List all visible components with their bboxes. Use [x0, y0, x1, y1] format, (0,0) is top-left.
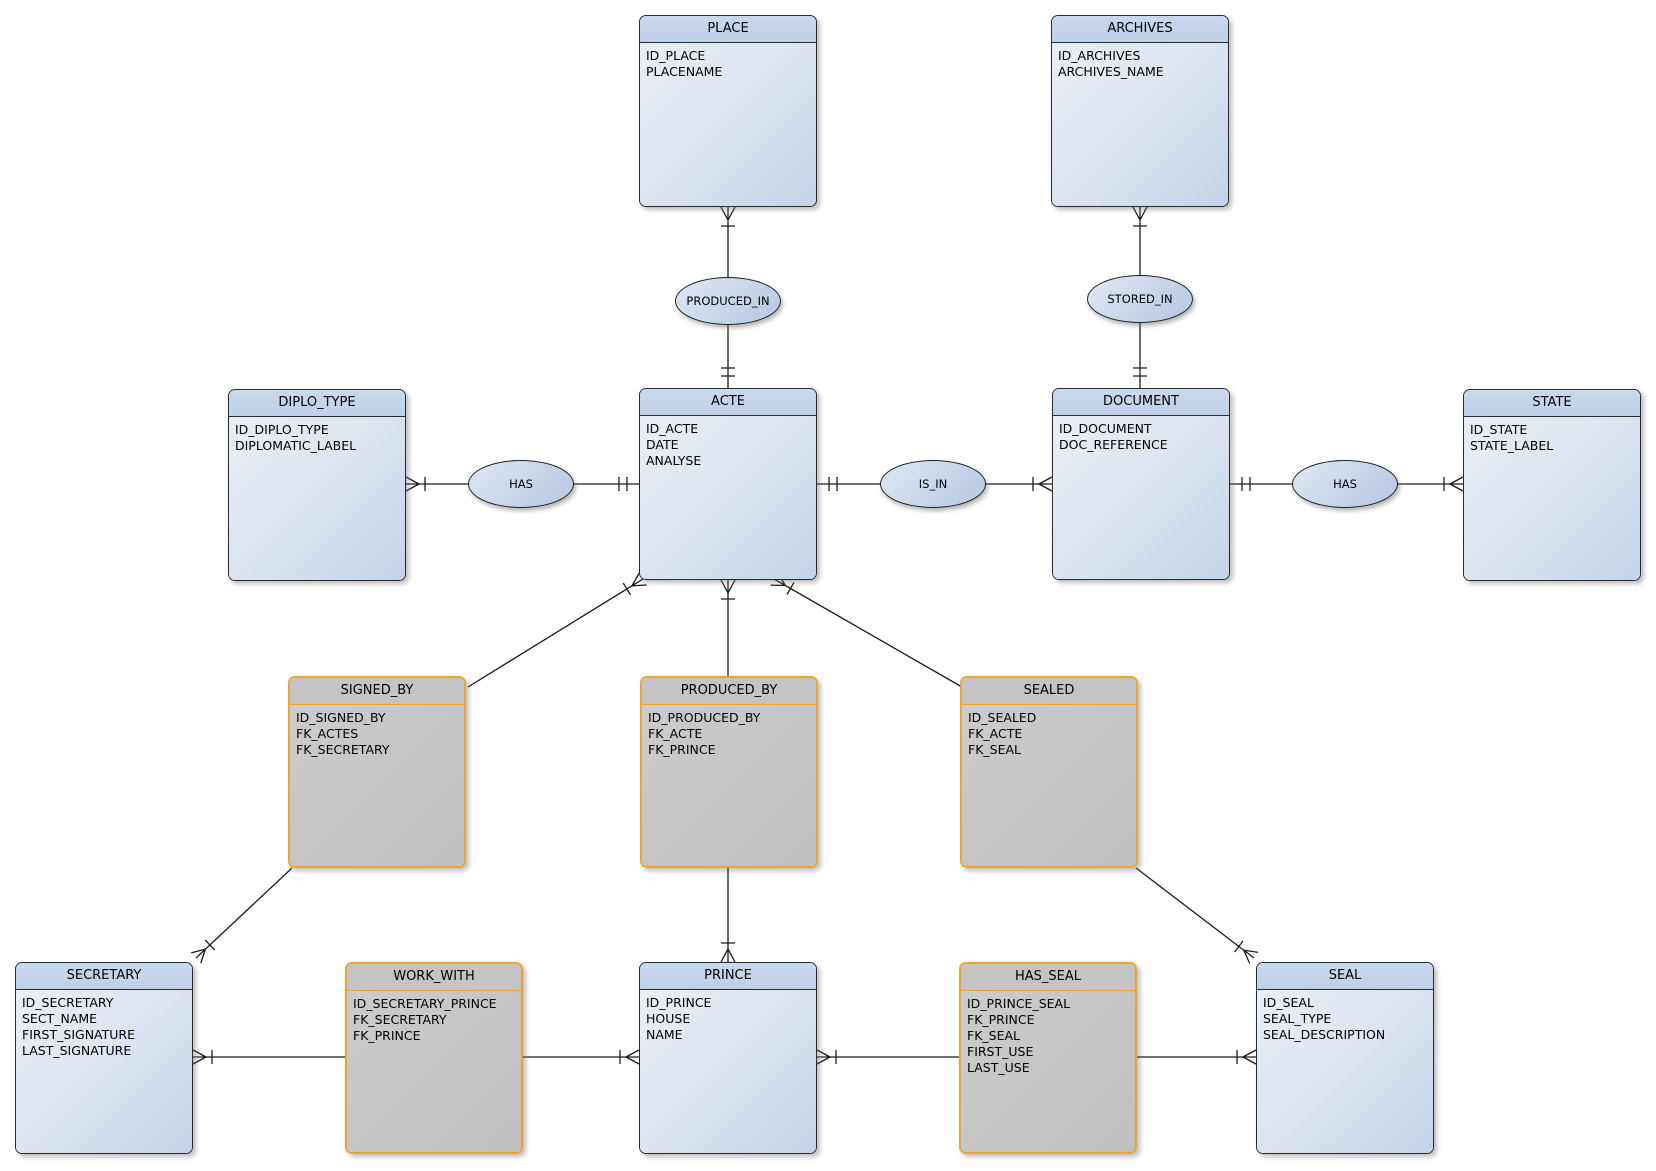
- attribute-row: FK_SECRETARY: [353, 1012, 447, 1027]
- relationship-ellipse-stored_in[interactable]: STORED_IN: [1087, 275, 1193, 323]
- attribute-row: SECT_NAME: [22, 1011, 98, 1026]
- attribute-row: ID_PLACE: [646, 48, 706, 63]
- relationship-ellipse-is_in[interactable]: IS_IN: [880, 460, 986, 508]
- attribute-row: ANALYSE: [646, 453, 702, 468]
- table-title: ARCHIVES: [1052, 16, 1228, 43]
- attribute-row: ID_PRINCE_SEAL: [967, 996, 1071, 1011]
- table-title: SECRETARY: [16, 963, 192, 990]
- table-title: PLACE: [640, 16, 816, 43]
- attribute-row: FK_ACTE: [968, 726, 1023, 741]
- attribute-row: ARCHIVES_NAME: [1058, 64, 1164, 79]
- attribute-row: FK_SEAL: [968, 742, 1021, 757]
- attribute-row: SEAL_DESCRIPTION: [1263, 1027, 1386, 1042]
- attribute-row: FK_PRINCE: [353, 1028, 421, 1043]
- attribute-row: PLACENAME: [646, 64, 723, 79]
- attribute-row: ID_SIGNED_BY: [296, 710, 386, 725]
- attribute-row: ID_SEAL: [1263, 995, 1314, 1010]
- attribute-row: ID_DOCUMENT: [1059, 421, 1152, 436]
- attribute-row: ID_ACTE: [646, 421, 699, 436]
- attribute-row: ID_DIPLO_TYPE: [235, 422, 329, 437]
- attribute-row: ID_PRODUCED_BY: [648, 710, 761, 725]
- relationship-ellipse-has_diplo[interactable]: HAS: [468, 460, 574, 508]
- attribute-row: ID_SECRETARY: [22, 995, 114, 1010]
- attribute-row: FK_ACTE: [648, 726, 703, 741]
- table-title: STATE: [1464, 390, 1640, 417]
- attribute-row: FK_SECRETARY: [296, 742, 390, 757]
- relationship-label: PRODUCED_IN: [686, 294, 770, 308]
- attribute-row: FK_ACTES: [296, 726, 359, 741]
- relationship-label: HAS: [1333, 477, 1357, 491]
- attribute-row: LAST_SIGNATURE: [22, 1043, 132, 1058]
- attribute-row: ID_STATE: [1470, 422, 1528, 437]
- attribute-row: DATE: [646, 437, 679, 452]
- table-title: WORK_WITH: [347, 964, 521, 991]
- attribute-row: LAST_USE: [967, 1060, 1030, 1075]
- relationship-ellipse-has_state[interactable]: HAS: [1292, 460, 1398, 508]
- table-title: PRODUCED_BY: [642, 678, 816, 705]
- attribute-row: FK_PRINCE: [648, 742, 716, 757]
- table-title: SEAL: [1257, 963, 1433, 990]
- attribute-row: FK_SEAL: [967, 1028, 1020, 1043]
- attribute-row: DIPLOMATIC_LABEL: [235, 438, 357, 453]
- relationship-ellipse-produced_in[interactable]: PRODUCED_IN: [675, 277, 781, 325]
- attribute-row: HOUSE: [646, 1011, 691, 1026]
- table-title: DIPLO_TYPE: [229, 390, 405, 417]
- attribute-row: FK_PRINCE: [967, 1012, 1035, 1027]
- table-title: PRINCE: [640, 963, 816, 990]
- attribute-row: ID_ARCHIVES: [1058, 48, 1141, 63]
- attribute-row: NAME: [646, 1027, 683, 1042]
- attribute-row: FIRST_USE: [967, 1044, 1034, 1059]
- attribute-row: STATE_LABEL: [1470, 438, 1554, 453]
- table-title: SIGNED_BY: [290, 678, 464, 705]
- connector-path: [191, 206, 1464, 1065]
- attribute-row: SEAL_TYPE: [1263, 1011, 1332, 1026]
- attribute-row: ID_SEALED: [968, 710, 1037, 725]
- table-title: HAS_SEAL: [961, 964, 1135, 991]
- attribute-row: ID_SECRETARY_PRINCE: [353, 996, 497, 1011]
- relationship-label: STORED_IN: [1107, 292, 1173, 306]
- relationship-label: HAS: [509, 477, 533, 491]
- table-title: ACTE: [640, 389, 816, 416]
- attribute-row: DOC_REFERENCE: [1059, 437, 1168, 452]
- table-title: DOCUMENT: [1053, 389, 1229, 416]
- attribute-row: ID_PRINCE: [646, 995, 712, 1010]
- attribute-row: FIRST_SIGNATURE: [22, 1027, 135, 1042]
- table-title: SEALED: [962, 678, 1136, 705]
- relationship-label: IS_IN: [918, 477, 948, 491]
